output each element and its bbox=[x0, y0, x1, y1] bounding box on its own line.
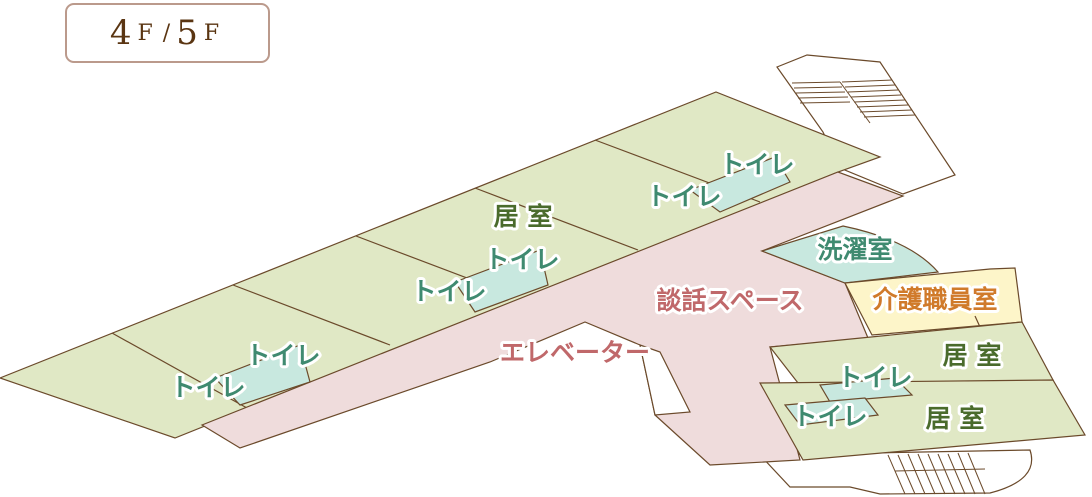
label-toilet: トイレ bbox=[411, 277, 486, 306]
floor-5: 5 bbox=[176, 13, 200, 53]
toilets bbox=[213, 156, 791, 406]
label-elevator: エレベーター bbox=[500, 338, 650, 367]
label-toilet: トイレ bbox=[170, 373, 245, 402]
stairwell-bottom bbox=[758, 449, 1033, 495]
floor-separator: / bbox=[162, 20, 173, 46]
label-laundry: 洗濯室 bbox=[817, 235, 892, 264]
laundry-room[interactable] bbox=[760, 225, 940, 284]
staff-room[interactable] bbox=[844, 267, 1023, 336]
label-toilet: トイレ bbox=[484, 245, 559, 274]
floor-selector-badge: 4 F / 5 F bbox=[65, 3, 270, 63]
toilet-area[interactable] bbox=[213, 344, 311, 406]
label-room: 居 室 bbox=[926, 404, 985, 433]
label-toilet: トイレ bbox=[792, 402, 867, 431]
label-staff-room: 介護職員室 bbox=[871, 285, 997, 314]
toilet-area[interactable] bbox=[688, 156, 791, 213]
floor-unit: F bbox=[203, 20, 222, 46]
room-dividers bbox=[111, 139, 761, 409]
toilet-area[interactable] bbox=[454, 249, 549, 313]
room-wing[interactable] bbox=[0, 91, 882, 439]
label-room: 居 室 bbox=[943, 341, 1002, 370]
label-toilet: トイレ bbox=[245, 341, 320, 370]
toilet-area[interactable] bbox=[783, 397, 880, 426]
lounge-corridor[interactable] bbox=[200, 171, 905, 466]
label-toilet: トイレ bbox=[646, 182, 721, 211]
label-lounge: 談話スペース bbox=[656, 286, 803, 315]
elevator-shaft[interactable] bbox=[639, 344, 691, 416]
label-room: 居 室 bbox=[494, 202, 553, 231]
label-toilet: トイレ bbox=[719, 150, 794, 179]
toilet-area[interactable] bbox=[819, 377, 914, 403]
floor-unit: F bbox=[137, 20, 155, 46]
floor-4: 4 bbox=[109, 13, 134, 53]
label-toilet: トイレ bbox=[837, 363, 912, 392]
